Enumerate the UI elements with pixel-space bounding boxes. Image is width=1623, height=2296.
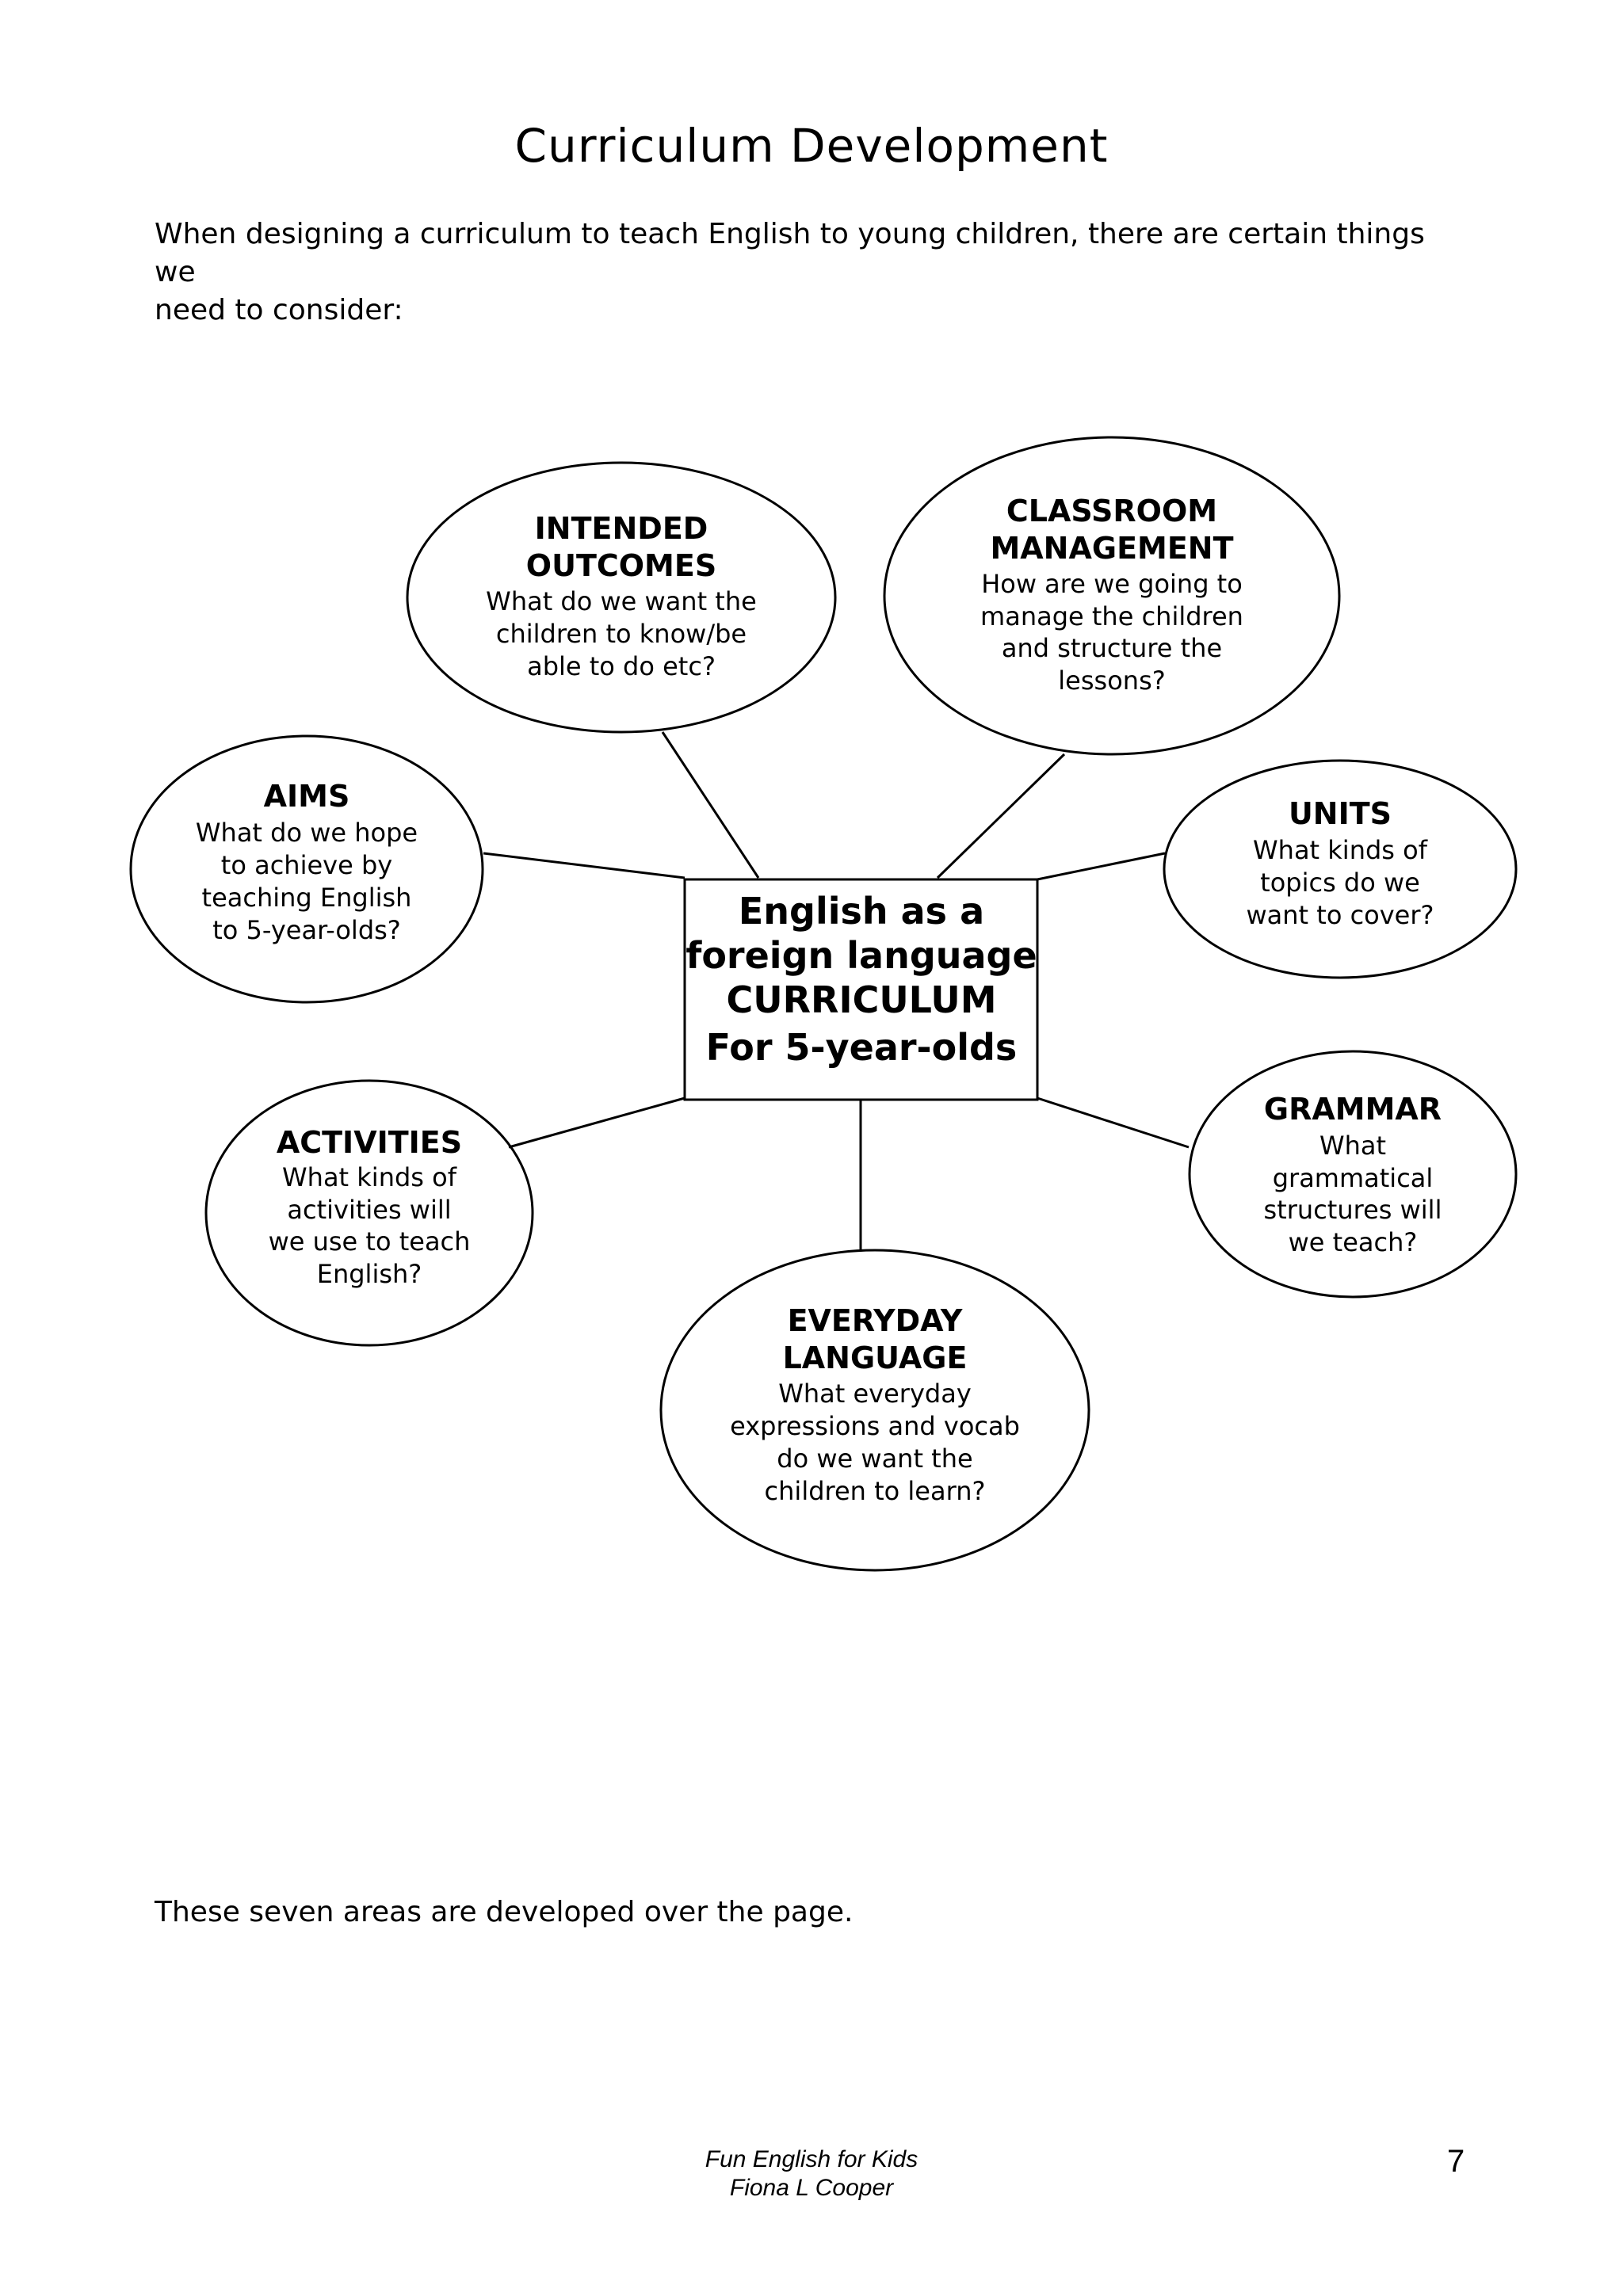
- node-title: CLASSROOM: [1006, 494, 1217, 528]
- node-body: do we want the: [777, 1444, 972, 1474]
- node-title: GRAMMAR: [1264, 1092, 1442, 1127]
- node-body: want to cover?: [1246, 900, 1434, 930]
- node-body: expressions and vocab: [730, 1411, 1020, 1441]
- node-body: What everyday: [778, 1379, 972, 1409]
- intro-line: need to consider:: [155, 294, 403, 326]
- node-body: What: [1319, 1131, 1386, 1161]
- node-body: manage the children: [980, 601, 1243, 631]
- center-line: For 5-year-olds: [706, 1026, 1018, 1069]
- node-title: UNITS: [1289, 796, 1392, 831]
- node-title: LANGUAGE: [783, 1341, 968, 1375]
- node-body: activities will: [287, 1195, 451, 1225]
- node-activities-label: ACTIVITIES What kinds of activities will…: [269, 1125, 471, 1289]
- node-aims: [129, 734, 484, 1004]
- page-number: 7: [1447, 2144, 1465, 2179]
- node-everyday-language: [659, 1249, 1090, 1572]
- node-body: lessons?: [1058, 666, 1165, 696]
- node-grammar: [1188, 1050, 1518, 1299]
- footer: Fun English for Kids Fiona L Cooper: [0, 2145, 1623, 2203]
- node-body: What do we want the: [486, 586, 757, 616]
- node-body: topics do we: [1260, 868, 1420, 898]
- page-title: Curriculum Development: [514, 119, 1109, 173]
- node-units: [1163, 759, 1518, 979]
- node-activities: [204, 1079, 534, 1347]
- node-body: we use to teach: [269, 1226, 471, 1257]
- footer-author: Fiona L Cooper: [729, 2175, 894, 2201]
- node-body: able to do etc?: [527, 651, 716, 681]
- node-classroom-management: [883, 436, 1341, 756]
- node-body: grammatical: [1273, 1163, 1434, 1193]
- node-units-label: UNITS What kinds of topics do we want to…: [1246, 796, 1434, 930]
- node-body: we teach?: [1289, 1227, 1418, 1257]
- node-title: EVERYDAY: [788, 1303, 963, 1338]
- node-body: What kinds of: [282, 1162, 457, 1192]
- connector-activities: [508, 1097, 685, 1149]
- connector-aims: [483, 852, 685, 879]
- node-intended-outcomes-label: INTENDED OUTCOMES What do we want the ch…: [486, 511, 757, 681]
- node-classroom-management-label: CLASSROOM MANAGEMENT How are we going to…: [980, 494, 1243, 696]
- node-title: OUTCOMES: [526, 548, 716, 583]
- node-body: What do we hope: [196, 818, 418, 848]
- node-aims-label: AIMS What do we hope to achieve by teach…: [196, 779, 418, 945]
- connector-intended-outcomes: [661, 731, 760, 879]
- node-title: INTENDED: [535, 511, 708, 546]
- node-everyday-language-label: EVERYDAY LANGUAGE What everyday expressi…: [730, 1303, 1020, 1506]
- center-line: English as a: [739, 890, 984, 933]
- node-body: How are we going to: [981, 569, 1243, 599]
- node-body: teaching English: [202, 883, 412, 913]
- node-title: AIMS: [264, 779, 350, 814]
- node-body: to 5-year-olds?: [212, 915, 401, 945]
- node-title: ACTIVITIES: [277, 1125, 462, 1160]
- node-body: and structure the: [1002, 633, 1222, 663]
- center-line: foreign language: [685, 934, 1037, 977]
- node-title: MANAGEMENT: [990, 531, 1233, 566]
- node-body: English?: [317, 1259, 422, 1289]
- node-body: What kinds of: [1253, 835, 1428, 865]
- closing-paragraph: These seven areas are developed over the…: [155, 1896, 854, 1928]
- node-body: to achieve by: [221, 850, 392, 880]
- connector-grammar: [1037, 1097, 1190, 1149]
- node-body: children to learn?: [765, 1476, 986, 1506]
- center-line: CURRICULUM: [727, 978, 997, 1021]
- connector-classroom-management: [936, 753, 1066, 879]
- node-grammar-label: GRAMMAR What grammatical structures will…: [1264, 1092, 1442, 1257]
- node-body: structures will: [1264, 1195, 1442, 1225]
- intro-paragraph: When designing a curriculum to teach Eng…: [155, 215, 1454, 330]
- node-body: children to know/be: [496, 619, 747, 649]
- center-label: English as a foreign language CURRICULUM…: [685, 890, 1037, 1069]
- footer-book-title: Fun English for Kids: [705, 2146, 918, 2172]
- connector-units: [1037, 852, 1166, 881]
- intro-line: When designing a curriculum to teach Eng…: [155, 218, 1425, 288]
- node-intended-outcomes: [406, 461, 837, 734]
- center-box: [683, 878, 1039, 1101]
